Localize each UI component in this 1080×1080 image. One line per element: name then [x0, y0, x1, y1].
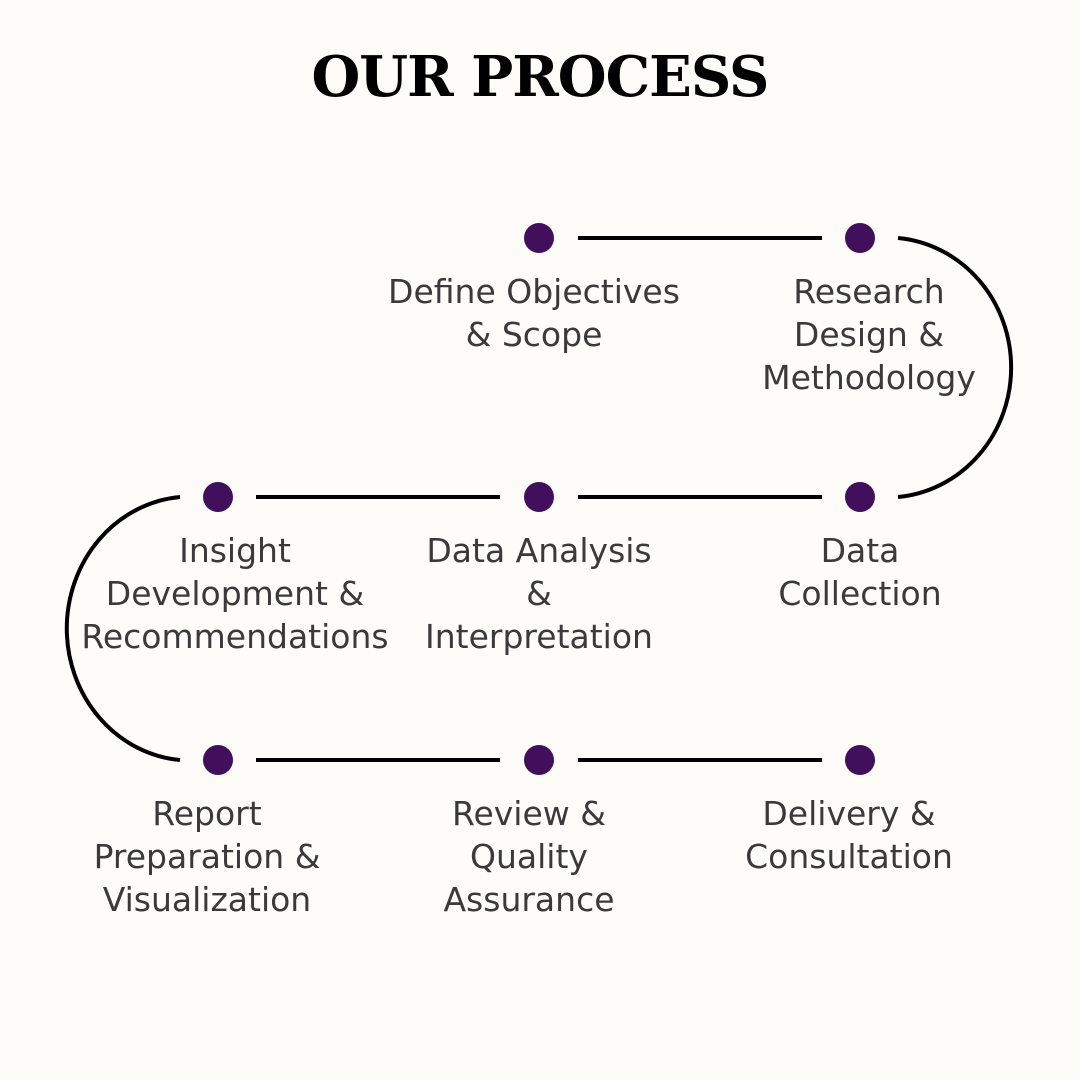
step-label-report-preparation: Report Preparation & Visualization [93, 794, 321, 919]
step-label-data-analysis: Data Analysis & Interpretation [425, 531, 653, 656]
step-label-insight-development: Insight Development & Recommendations [81, 531, 389, 656]
connector-arc-left [64, 495, 181, 762]
step-node-3 [845, 482, 875, 512]
step-node-8 [845, 745, 875, 775]
step-node-5 [203, 482, 233, 512]
step-node-2 [845, 223, 875, 253]
step-label-research-design: Research Design & Methodology [762, 272, 976, 397]
page-title: OUR PROCESS [311, 44, 770, 110]
step-node-4 [524, 482, 554, 512]
step-node-6 [203, 745, 233, 775]
step-node-1 [524, 223, 554, 253]
step-label-define-objectives: Define Objectives & Scope [388, 272, 680, 354]
step-label-delivery-consultation: Delivery & Consultation [745, 794, 953, 876]
step-node-7 [524, 745, 554, 775]
step-label-data-collection: Data Collection [778, 531, 942, 613]
step-label-review-quality: Review & Quality Assurance [443, 794, 615, 919]
connector-arc-right [897, 236, 1014, 499]
